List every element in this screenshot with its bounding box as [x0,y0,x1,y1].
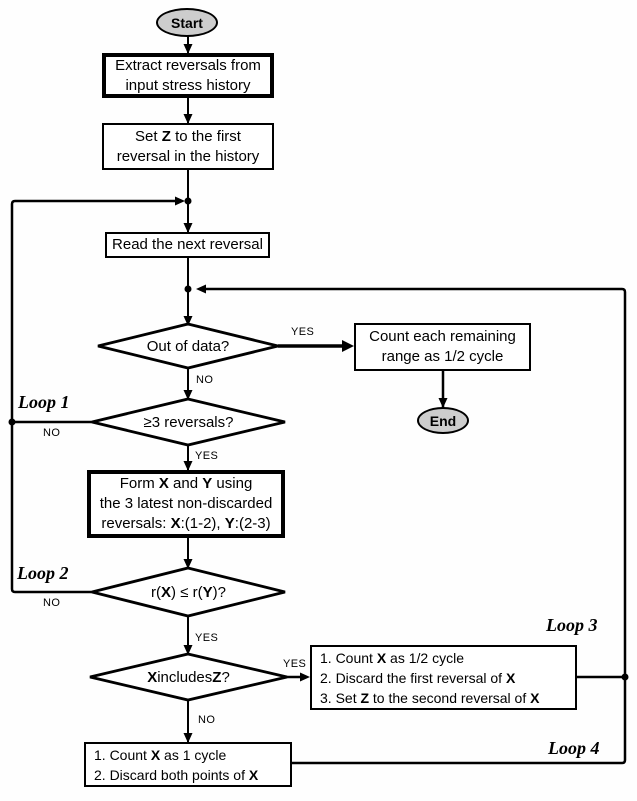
start-terminal: Start [156,8,218,37]
loop2-label: Loop 2 [17,563,69,583]
decision-label-rx-le-ry: r(X) ≤ r(Y)? [151,583,226,601]
edge-left-loop-return [10,199,176,594]
loop4-label: Loop 4 [548,738,600,758]
branch-yes-x-includes-z: YES [283,658,307,670]
arrowhead-into-outofdata [183,316,193,326]
process-read-next-reversal: Read the next reversal [105,232,270,258]
branch-no-rx-le-ry: NO [43,597,61,609]
arrowhead-into-end [438,398,448,408]
arrowhead-left-loop [175,196,185,206]
branch-no-x-includes-z: NO [198,714,216,726]
end-terminal: End [417,407,469,434]
decision-ge3-reversals [91,397,286,447]
decision-out-of-data [97,322,279,370]
branch-yes-rx-le-ry: YES [195,632,219,644]
edge-right-loop-return [206,287,627,765]
decision-rx-le-ry [91,566,286,618]
decision-label-out-of-data: Out of data? [146,337,230,355]
branch-yes-ge3-reversals: YES [195,450,219,462]
branch-yes-out-of-data: YES [291,326,315,338]
arrowhead-into-ge3 [183,390,193,400]
arrowhead-into-rxry [183,559,193,569]
decision-label-ge3-reversals: ≥3 reversals? [143,413,234,431]
junction-dot-top [184,197,192,205]
arrowhead-into-extract [183,44,193,54]
junction-dot-right [621,673,629,681]
loop1-label: Loop 1 [18,392,70,412]
arrowhead-into-setz [183,114,193,124]
decision-x-includes-z [89,652,288,702]
loop3-label: Loop 3 [546,615,598,635]
branch-no-out-of-data: NO [196,374,214,386]
arrowhead-into-counthalf [300,672,310,682]
arrowhead-into-read [183,223,193,233]
branch-no-ge3-reversals: NO [43,427,61,439]
junction-dot-left [8,418,16,426]
junction-dot-return [184,285,192,293]
arrowhead-right-loop [196,284,206,294]
arrowhead-into-countone [183,733,193,743]
decision-label-x-includes-z: X includes Z? [147,668,230,686]
arrowhead-into-xincludesz [183,645,193,655]
arrowhead-into-countrem [342,340,354,352]
arrowhead-into-formxy [183,461,193,471]
